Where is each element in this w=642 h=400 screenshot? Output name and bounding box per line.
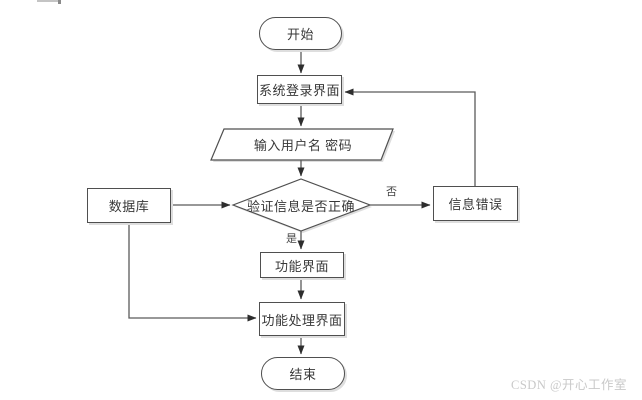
node-input-credentials-label: 输入用户名 密码 [253, 138, 353, 153]
node-start-label: 开始 [286, 27, 314, 42]
edge-label-no: 否 [386, 186, 397, 198]
node-end-label: 结束 [289, 367, 317, 382]
node-verify-decision: 验证信息是否正确 [238, 193, 364, 217]
edge-error-to-login [344, 88, 476, 186]
node-start: 开始 [259, 17, 342, 50]
node-end: 结束 [261, 357, 345, 390]
node-function-screen: 功能界面 [260, 252, 344, 278]
node-database: 数据库 [87, 188, 171, 223]
csdn-watermark: CSDN @开心工作室 [511, 378, 627, 392]
top-scrollbar-thumb [58, 0, 61, 4]
edge-label-yes: 是 [286, 233, 297, 245]
edge-database-to-funcproc [128, 223, 257, 322]
node-function-process-screen-label: 功能处理界面 [261, 312, 343, 328]
node-input-credentials: 输入用户名 密码 [226, 131, 380, 158]
node-login-screen-label: 系统登录界面 [258, 83, 340, 98]
node-function-process-screen: 功能处理界面 [259, 302, 345, 336]
node-info-error: 信息错误 [433, 186, 518, 221]
node-info-error-label: 信息错误 [448, 197, 503, 212]
node-login-screen: 系统登录界面 [257, 75, 342, 104]
top-scrollbar-artifact [37, 0, 59, 2]
node-function-screen-label: 功能界面 [274, 258, 329, 274]
io-parallelogram-shape [210, 128, 394, 161]
node-database-label: 数据库 [108, 199, 150, 214]
node-verify-decision-label: 验证信息是否正确 [246, 198, 355, 214]
